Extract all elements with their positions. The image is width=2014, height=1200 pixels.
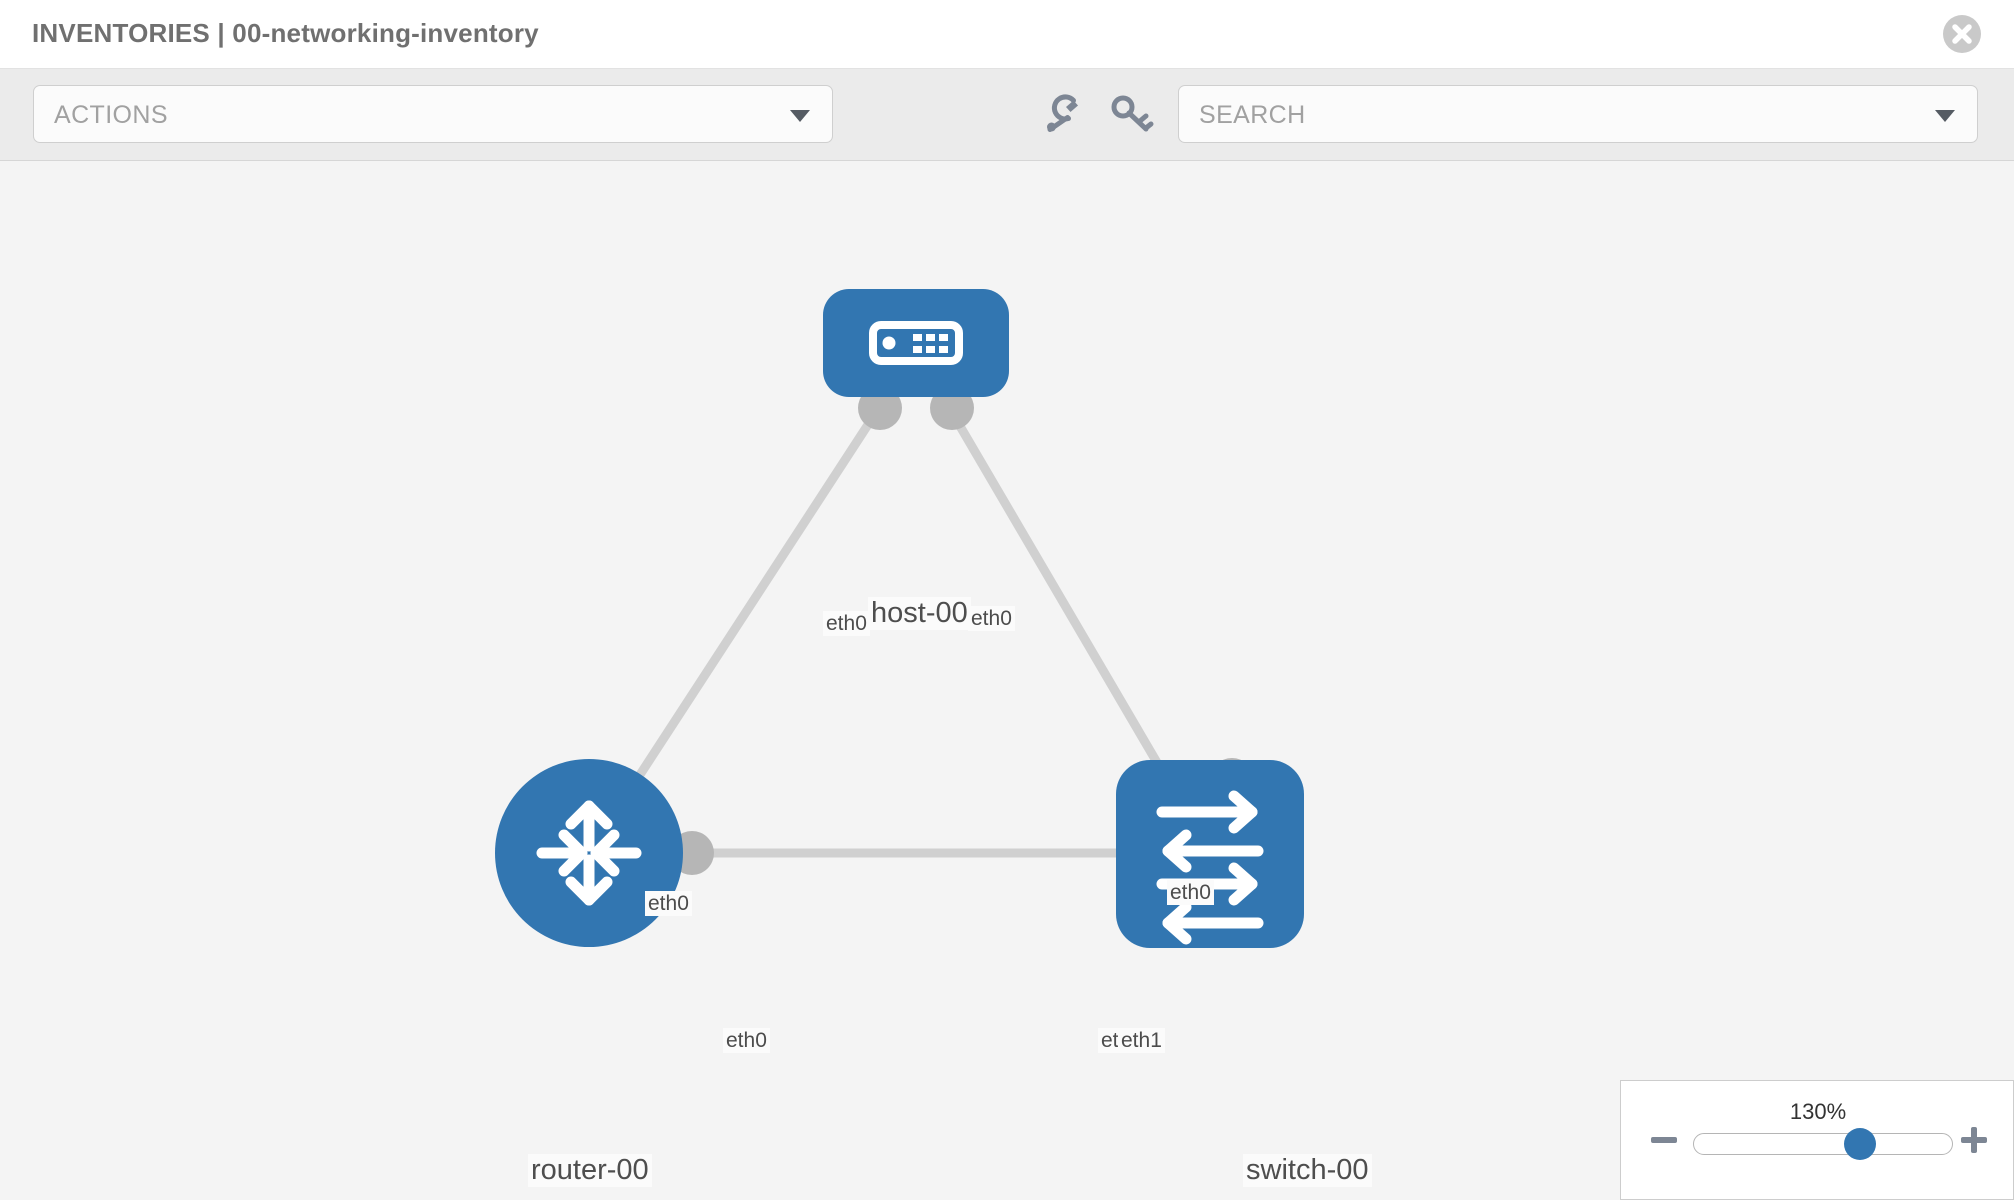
wrench-icon[interactable] <box>1040 91 1086 137</box>
actions-dropdown-label: ACTIONS <box>54 101 168 129</box>
iface-label: eth0 <box>1167 880 1214 905</box>
iface-label: eth0 <box>645 891 692 916</box>
toolbar: ACTIONS <box>0 69 2014 161</box>
page-header: INVENTORIES | 00-networking-inventory <box>0 0 2014 69</box>
iface-label: eth0 <box>823 611 870 636</box>
iface-label: eth1 <box>1118 1028 1165 1053</box>
zoom-slider-thumb[interactable] <box>1844 1128 1876 1160</box>
router-arrows-icon <box>536 800 642 906</box>
zoom-slider[interactable] <box>1693 1128 1953 1160</box>
search-input[interactable]: SEARCH <box>1178 85 1978 143</box>
page-title: INVENTORIES | 00-networking-inventory <box>32 18 539 48</box>
topology-graph <box>495 289 1304 948</box>
zoom-control-panel: 130% <box>1620 1080 2014 1200</box>
minus-icon[interactable] <box>1647 1123 1681 1157</box>
close-icon[interactable] <box>1938 10 1986 58</box>
topology-canvas[interactable]: eth0 eth0 eth0 eth0 eth0 eth0 eth1 host-… <box>0 161 2014 1200</box>
chevron-down-icon <box>790 110 810 122</box>
actions-dropdown[interactable]: ACTIONS <box>33 85 833 143</box>
plus-icon[interactable] <box>1957 1123 1991 1157</box>
node-switch-00 <box>1116 760 1304 948</box>
iface-label: eth0 <box>968 606 1015 631</box>
node-label-router: router-00 <box>528 1154 652 1187</box>
link-router-host <box>585 348 920 856</box>
node-host-00 <box>823 289 1009 397</box>
node-router-00 <box>495 759 683 947</box>
chevron-down-icon <box>1935 110 1955 122</box>
server-icon <box>869 321 963 365</box>
iface-label: eth0 <box>723 1028 770 1053</box>
node-label-host: host-00 <box>868 597 971 630</box>
node-label-switch: switch-00 <box>1243 1154 1372 1187</box>
search-input-placeholder: SEARCH <box>1199 101 1306 129</box>
zoom-level-value: 130% <box>1789 1099 1847 1124</box>
key-icon[interactable] <box>1108 91 1154 137</box>
